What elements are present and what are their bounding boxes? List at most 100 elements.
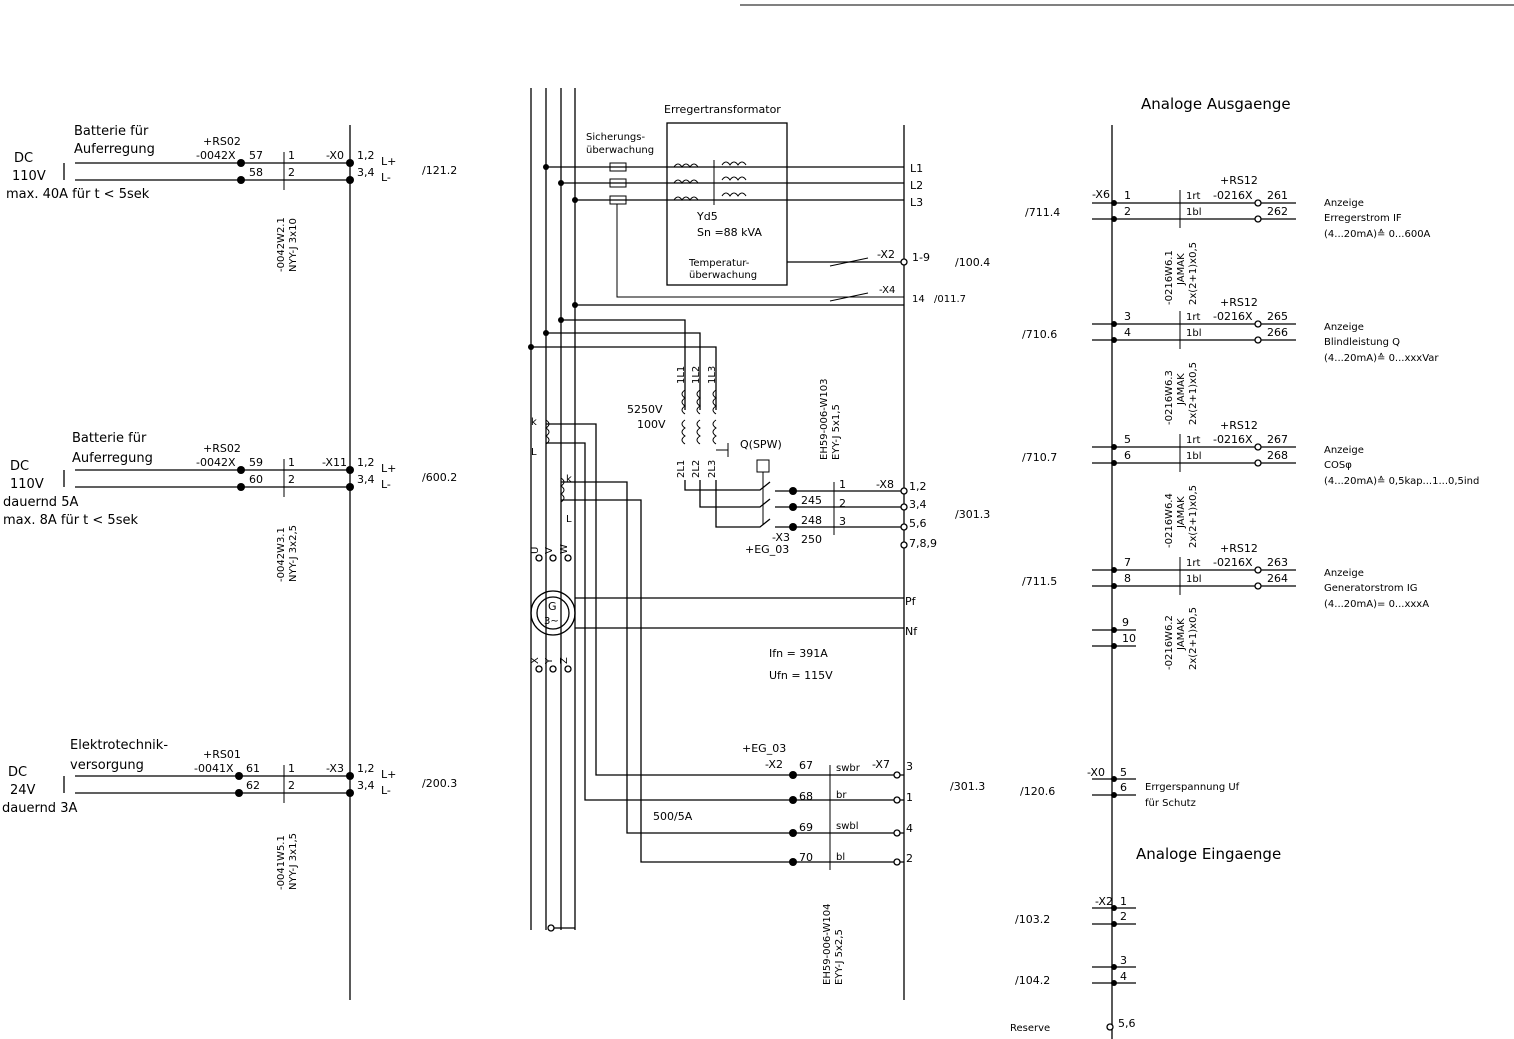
vt-winding: 1L2: [691, 366, 702, 384]
output-wire: 1rt: [1186, 191, 1200, 202]
vt-winding: 2L1: [676, 460, 687, 478]
output-pin: 7: [1124, 556, 1131, 569]
gen-terminal: V: [544, 547, 555, 554]
reserve-label: Reserve: [1010, 1023, 1050, 1034]
ct-k: k: [531, 417, 537, 428]
supply-pin1: 1: [288, 149, 295, 162]
lminus-label: L-: [381, 784, 391, 797]
supply-desc: Elektrotechnik-: [70, 738, 168, 753]
output-wire: 1rt: [1186, 435, 1200, 446]
supply-cable: -0042W3.1: [276, 527, 287, 582]
terminal-x3: -X3: [772, 531, 790, 544]
ct-terminal: 68: [799, 790, 813, 803]
output-wire: 1rt: [1186, 312, 1200, 323]
supply-limit: max. 40A für t < 5sek: [6, 187, 150, 202]
output-rx: -0216X: [1213, 433, 1253, 446]
output-cable: JAMAK: [1176, 253, 1187, 286]
supply-r2: 3,4: [357, 473, 375, 486]
cable-bottom-type: EYY-J 5x2,5: [834, 929, 845, 985]
output-cable: 2x(2+1)x0,5: [1188, 362, 1199, 425]
supply-dc-label: DC: [10, 459, 29, 474]
analog-io: Analoge Ausgaenge /711.4 -X6 1 2 1rt 1bl…: [1010, 95, 1479, 1039]
x8-ref: /301.3: [955, 508, 990, 521]
lminus-label: L-: [381, 171, 391, 184]
output-term: 267: [1267, 433, 1288, 446]
output-cable: -0216W6.3: [1164, 370, 1175, 425]
supply-desc: Batterie für: [74, 124, 149, 139]
input-ref: /103.2: [1015, 913, 1050, 926]
output-desc: Generatorstrom IG: [1324, 583, 1418, 594]
output-rs: +RS12: [1220, 174, 1258, 187]
ct-ratio: 500/5A: [653, 810, 693, 823]
supply-r1: 1,2: [357, 762, 375, 775]
output-cable: 2x(2+1)x0,5: [1188, 485, 1199, 548]
supply-xr: -X3: [326, 762, 344, 775]
ct-wire: swbl: [836, 821, 859, 832]
supply-limit: dauernd 5A: [3, 495, 78, 510]
output-rs: +RS12: [1220, 296, 1258, 309]
output-rx: -0216X: [1213, 310, 1253, 323]
x0-desc: Errgerspannung Uf: [1145, 782, 1240, 793]
output-ref: /711.4: [1025, 206, 1060, 219]
rated-power: Sn =88 kVA: [697, 226, 762, 239]
supply-block-2: DC 110V dauernd 5A max. 8A für t < 5sek …: [3, 431, 457, 582]
x3-pin: 3: [839, 515, 846, 528]
input-pin: 4: [1120, 970, 1127, 983]
vt-primary-voltage: 5250V: [627, 403, 663, 416]
temp-monitor-label: Temperatur-: [688, 258, 750, 269]
output-terminal: -X6: [1092, 188, 1110, 201]
input-ref: /104.2: [1015, 974, 1050, 987]
output-pin: 3: [1124, 310, 1131, 323]
supply-x: -0042X: [196, 149, 236, 162]
vt-winding: 2L3: [707, 460, 718, 478]
output-term: 263: [1267, 556, 1288, 569]
gen-terminal: W: [559, 544, 570, 554]
x0-pin: 5: [1120, 766, 1127, 779]
supply-cable-type: NYY-J 3x10: [288, 218, 299, 272]
supply-dc-label: DC: [14, 151, 33, 166]
reserve-pins: 5,6: [1118, 1017, 1136, 1030]
output-pin: 1: [1124, 189, 1131, 202]
x4-ref: /011.7: [934, 294, 966, 305]
supply-xr: -X0: [326, 149, 344, 162]
cabinet-eg: +EG_03: [742, 742, 786, 755]
ct-l: L: [566, 514, 572, 525]
generator-circuit: Sicherungs- überwachung Erregertransform…: [528, 88, 990, 1000]
ct-terminal: 69: [799, 821, 813, 834]
phase-l1: L1: [910, 162, 923, 175]
generator-phases: 3~: [544, 616, 559, 627]
output-cable: -0216W6.1: [1164, 250, 1175, 305]
supply-pin1: 1: [288, 456, 295, 469]
terminal-x2: -X2: [877, 248, 895, 261]
supply-voltage: 110V: [12, 169, 46, 184]
output-cable: -0216W6.2: [1164, 615, 1175, 670]
output-desc: Anzeige: [1324, 198, 1364, 209]
ct-wire: br: [836, 790, 847, 801]
fuse-monitor-label: Sicherungs-: [586, 132, 645, 143]
generator-icon: [530, 590, 576, 636]
mcb-icon: [756, 459, 770, 473]
supply-desc: Auferregung: [74, 142, 155, 157]
supply-pin1: 1: [288, 762, 295, 775]
supply-rs: +RS02: [203, 135, 241, 148]
input-pin: 3: [1120, 954, 1127, 967]
vt-winding: 2L2: [691, 460, 702, 478]
supply-r2: 3,4: [357, 166, 375, 179]
output-desc: Erregerstrom IF: [1324, 213, 1402, 224]
analog-outputs-title: Analoge Ausgaenge: [1141, 95, 1291, 113]
output-desc: Anzeige: [1324, 445, 1364, 456]
supply-cable-type: NYY-J 3x1,5: [288, 833, 299, 890]
output-wire: 1bl: [1186, 574, 1202, 585]
field-positive: Pf: [905, 595, 917, 608]
supply-t1: 57: [249, 149, 263, 162]
spare-pin: 10: [1122, 632, 1136, 645]
supply-t2: 60: [249, 473, 263, 486]
supply-t1: 59: [249, 456, 263, 469]
x8-pin: 5,6: [909, 517, 927, 530]
terminal-x4-pin: 14: [912, 294, 925, 305]
ct-pin: 4: [906, 822, 913, 835]
x0-ref: /120.6: [1020, 785, 1055, 798]
analog-output-2: /710.6 3 4 1rt 1bl +RS12 -0216X 265 266 …: [1022, 296, 1439, 425]
x3-pin: 2: [839, 497, 846, 510]
